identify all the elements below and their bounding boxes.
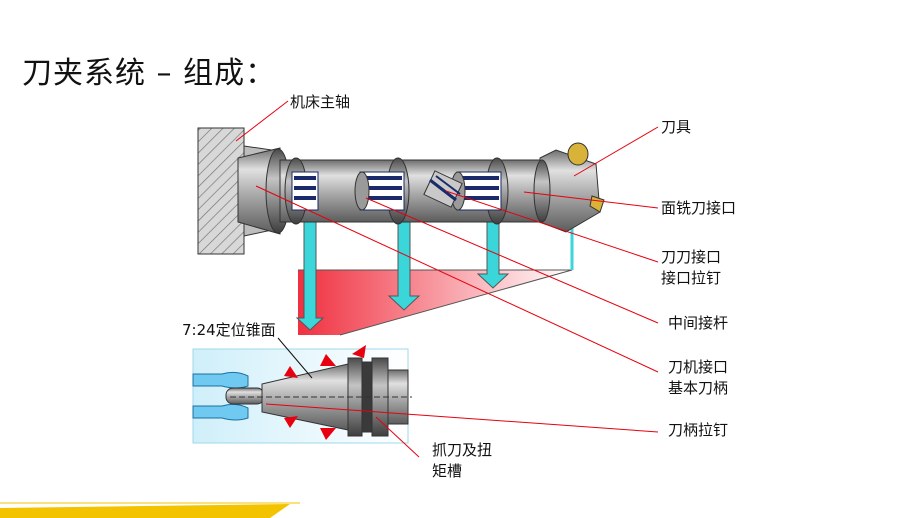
- leader-drive: [375, 416, 420, 458]
- leader-extension: [365, 197, 659, 324]
- label-holder-1: 刀机接口: [668, 358, 729, 376]
- label-face-mill-interface: 面铣刀接口: [661, 199, 737, 217]
- leader-holder: [255, 185, 659, 373]
- slide-title: 刀夹系统 – 组成：: [22, 56, 277, 91]
- pull-stud-part: [423, 170, 463, 208]
- leader-lines: [235, 100, 659, 458]
- leader-pull-stud: [265, 403, 659, 433]
- flow-arrows: [295, 213, 574, 331]
- leader-tool: [573, 126, 659, 177]
- label-tool: 刀具: [661, 118, 692, 136]
- extension-shaft: [279, 157, 546, 225]
- label-spindle: 机床主轴: [290, 93, 351, 111]
- label-drive-2: 矩槽: [432, 462, 463, 480]
- label-extension: 中间接杆: [668, 314, 729, 332]
- label-tool-interface-1: 刀刀接口: [661, 248, 722, 266]
- flow-area: [298, 269, 573, 336]
- label-taper: 7:24定位锥面: [182, 321, 276, 339]
- label-drive-1: 抓刀及扭: [432, 441, 493, 459]
- footer-accent-bar: [0, 502, 300, 518]
- leader-spindle: [235, 100, 289, 142]
- leader-taper: [277, 337, 313, 379]
- holder-detail-view: [192, 345, 412, 444]
- label-holder-2: 基本刀柄: [668, 379, 729, 397]
- label-tool-interface-2: 接口拉钉: [661, 269, 722, 287]
- leader-face-mill-interface: [523, 191, 659, 209]
- leader-tool-interface: [445, 190, 659, 263]
- face-mill-cutter: [533, 142, 605, 233]
- label-pull-stud: 刀柄拉钉: [668, 421, 729, 439]
